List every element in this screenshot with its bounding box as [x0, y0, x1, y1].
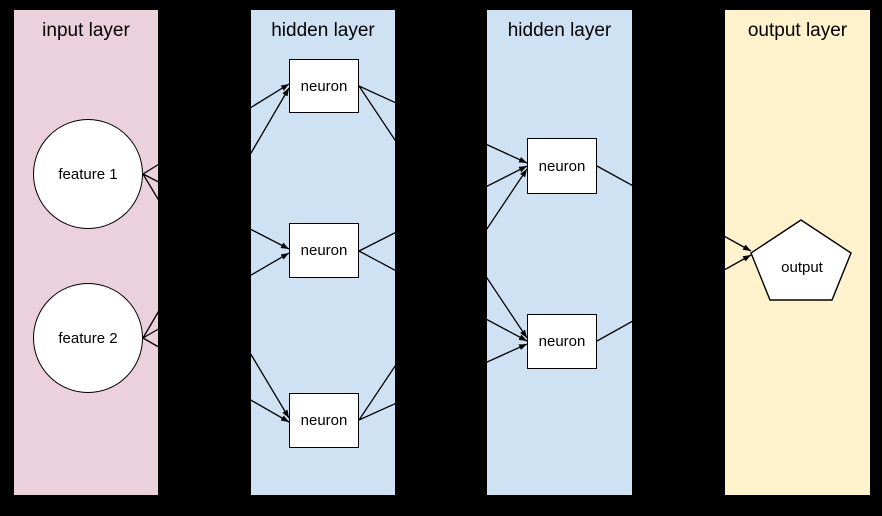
- hidden-layer-1-title: hidden layer: [271, 20, 375, 41]
- node-output-label: output: [781, 259, 823, 276]
- node-neuron-3-label: neuron: [300, 412, 348, 429]
- node-neuron-5: neuron: [527, 314, 597, 369]
- node-feature-1-label: feature 1: [58, 165, 118, 183]
- node-output: output: [741, 205, 863, 307]
- pentagon-shape: [750, 219, 852, 301]
- panel-input-layer: input layer: [14, 10, 158, 495]
- node-neuron-3: neuron: [289, 393, 359, 448]
- node-neuron-2-label: neuron: [300, 242, 348, 259]
- output-layer-title: output layer: [747, 20, 848, 41]
- node-neuron-1-label: neuron: [300, 77, 348, 95]
- node-feature-2-label: feature 2: [58, 329, 118, 347]
- input-layer-title: input layer: [42, 20, 130, 41]
- node-neuron-4-label: neuron: [538, 157, 586, 175]
- node-neuron-1: neuron: [289, 59, 359, 113]
- node-neuron-5-label: neuron: [538, 333, 586, 350]
- node-feature-2: feature 2: [33, 283, 143, 393]
- node-feature-1: feature 1: [33, 119, 143, 229]
- hidden-layer-2-title: hidden layer: [507, 20, 612, 41]
- panel-hidden-layer-2: hidden layer: [487, 10, 632, 495]
- node-neuron-4: neuron: [527, 138, 597, 194]
- node-neuron-2: neuron: [289, 223, 359, 278]
